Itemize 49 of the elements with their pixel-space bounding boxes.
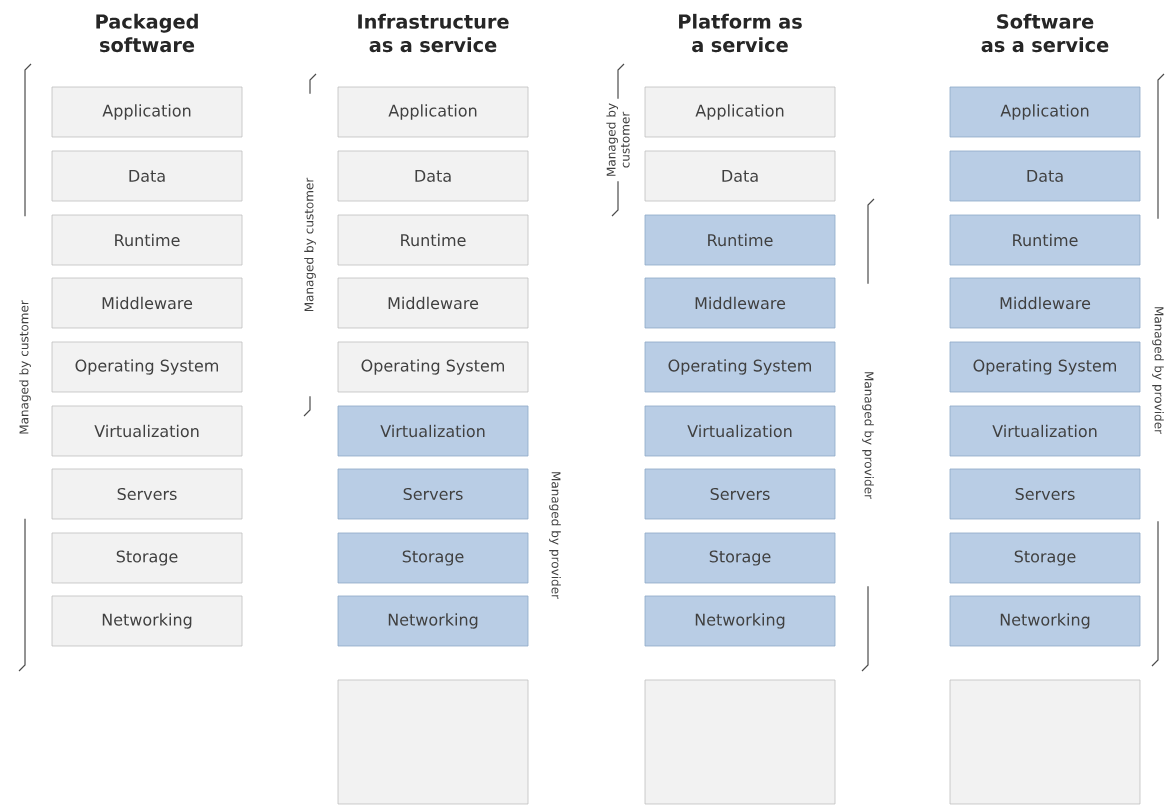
column-title: Packaged software [96, 13, 198, 53]
layer-box: Middleware [644, 277, 836, 329]
layer-box: Networking [644, 595, 836, 647]
layer-box: Middleware [337, 277, 529, 329]
bracket-label: Managed by provider [1150, 218, 1166, 522]
empty-box [644, 679, 836, 805]
layer-box: Application [949, 86, 1141, 138]
bracket-label: Managed by customer [302, 93, 318, 397]
column-title: Infrastructure as a service [358, 13, 509, 53]
bracket-label: Managed by provider [547, 383, 563, 687]
layer-box: Runtime [337, 214, 529, 266]
layer-box: Networking [949, 595, 1141, 647]
layer-box: Virtualization [51, 405, 243, 457]
layer-box: Operating System [644, 341, 836, 393]
layer-box: Virtualization [949, 405, 1141, 457]
bracket-label: Managed by provider [860, 283, 876, 587]
layer-box: Runtime [51, 214, 243, 266]
bracket-label: Managed by customer [17, 216, 33, 519]
layer-box: Operating System [337, 341, 529, 393]
layer-box: Virtualization [337, 405, 529, 457]
empty-box [949, 679, 1141, 805]
layer-box: Operating System [949, 341, 1141, 393]
layer-box: Networking [51, 595, 243, 647]
layer-box: Servers [337, 468, 529, 520]
layer-box: Storage [949, 532, 1141, 584]
layer-box: Servers [51, 468, 243, 520]
layer-box: Runtime [949, 214, 1141, 266]
empty-box [337, 679, 529, 805]
layer-box: Networking [337, 595, 529, 647]
bracket-label: Managed by customer [605, 98, 631, 182]
layer-box: Virtualization [644, 405, 836, 457]
layer-box: Middleware [51, 277, 243, 329]
layer-box: Data [337, 150, 529, 202]
layer-box: Data [949, 150, 1141, 202]
layer-box: Storage [644, 532, 836, 584]
layer-box: Application [337, 86, 529, 138]
layer-box: Data [644, 150, 836, 202]
layer-box: Storage [51, 532, 243, 584]
column-title: Software as a service [981, 13, 1109, 53]
layer-box: Storage [337, 532, 529, 584]
layer-box: Operating System [51, 341, 243, 393]
layer-box: Data [51, 150, 243, 202]
layer-box: Runtime [644, 214, 836, 266]
layer-box: Servers [949, 468, 1141, 520]
layer-box: Application [644, 86, 836, 138]
layer-box: Application [51, 86, 243, 138]
layer-box: Servers [644, 468, 836, 520]
column-title: Platform as a service [679, 13, 802, 53]
layer-box: Middleware [949, 277, 1141, 329]
